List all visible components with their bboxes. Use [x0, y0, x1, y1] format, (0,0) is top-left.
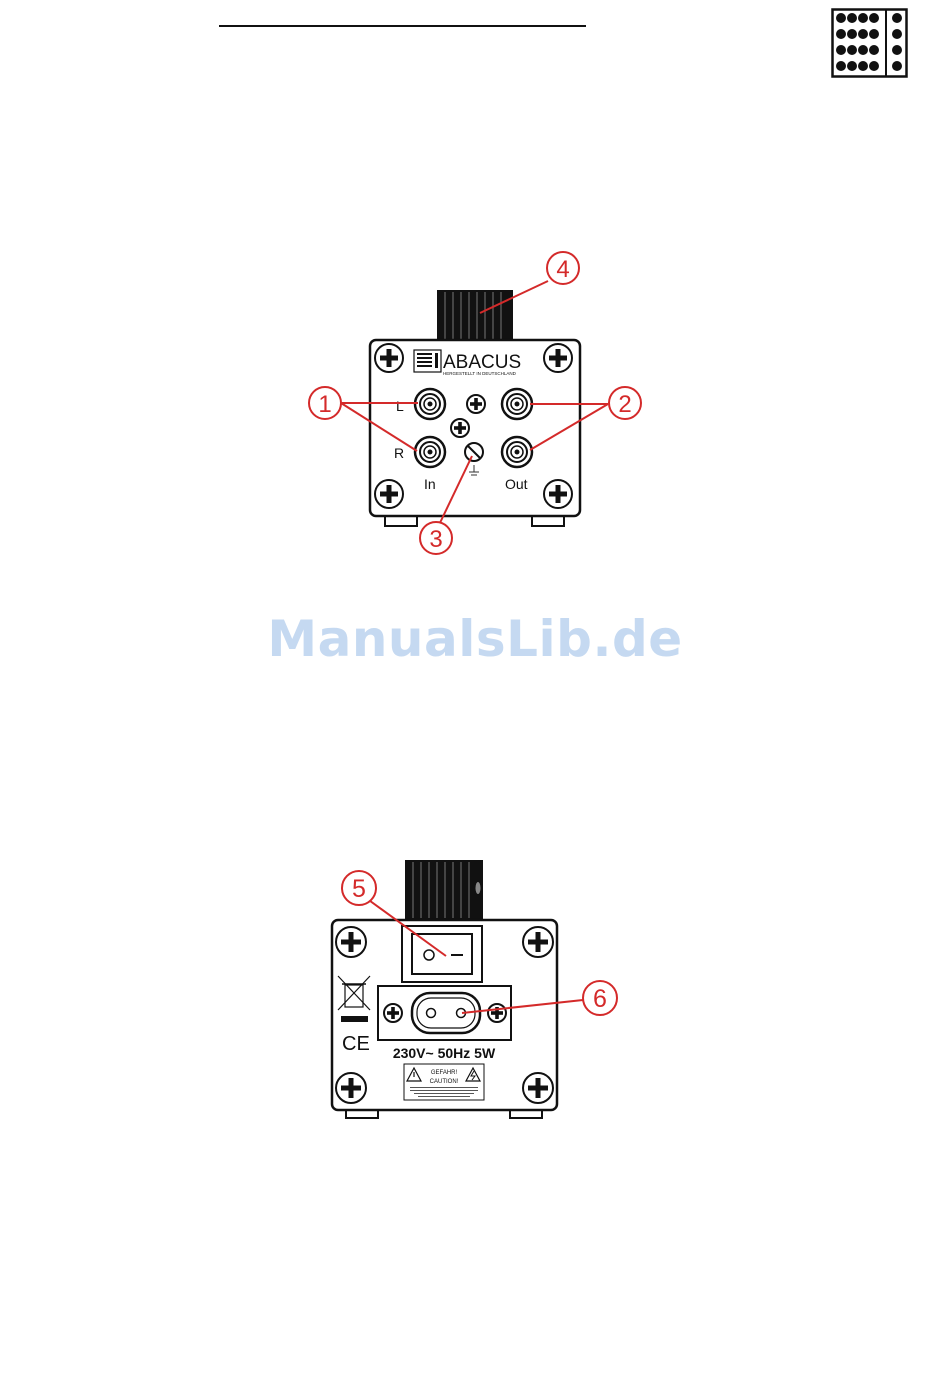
- brand-subtitle: HERGESTELLT IN DEUTSCHLAND: [443, 371, 517, 376]
- abacus-beads-logo-icon: [831, 8, 908, 78]
- volume-knob-icon: [437, 290, 513, 342]
- label-output: Out: [505, 476, 528, 492]
- callout-3: 3: [429, 526, 442, 553]
- power-rating: 230V~ 50Hz 5W: [393, 1045, 496, 1061]
- back-panel-figure: 230V~ 50Hz 5W CE GEFAHR! CAUTION! 5 6: [320, 855, 630, 1130]
- ce-mark: CE: [342, 1033, 370, 1055]
- front-panel-figure: ABACUS HERGESTELLT IN DEUTSCHLAND L R In…: [290, 245, 660, 560]
- brand-mini-logo-icon: [414, 350, 441, 372]
- callout-5: 5: [352, 875, 366, 903]
- callout-2: 2: [618, 391, 631, 418]
- label-left-channel: L: [396, 398, 404, 414]
- callout-4: 4: [556, 256, 569, 283]
- watermark: ManualsLib.de: [0, 610, 950, 668]
- callout-6: 6: [593, 985, 607, 1013]
- label-input: In: [424, 476, 436, 492]
- volume-knob-icon: [405, 860, 483, 920]
- warning-caution-text: CAUTION!: [430, 1079, 459, 1085]
- label-right-channel: R: [394, 445, 404, 461]
- brand-name: ABACUS: [443, 352, 521, 373]
- header-rule: [219, 25, 586, 27]
- warning-danger-text: GEFAHR!: [431, 1070, 458, 1076]
- warning-label: GEFAHR! CAUTION!: [404, 1064, 484, 1100]
- callout-1: 1: [318, 391, 331, 418]
